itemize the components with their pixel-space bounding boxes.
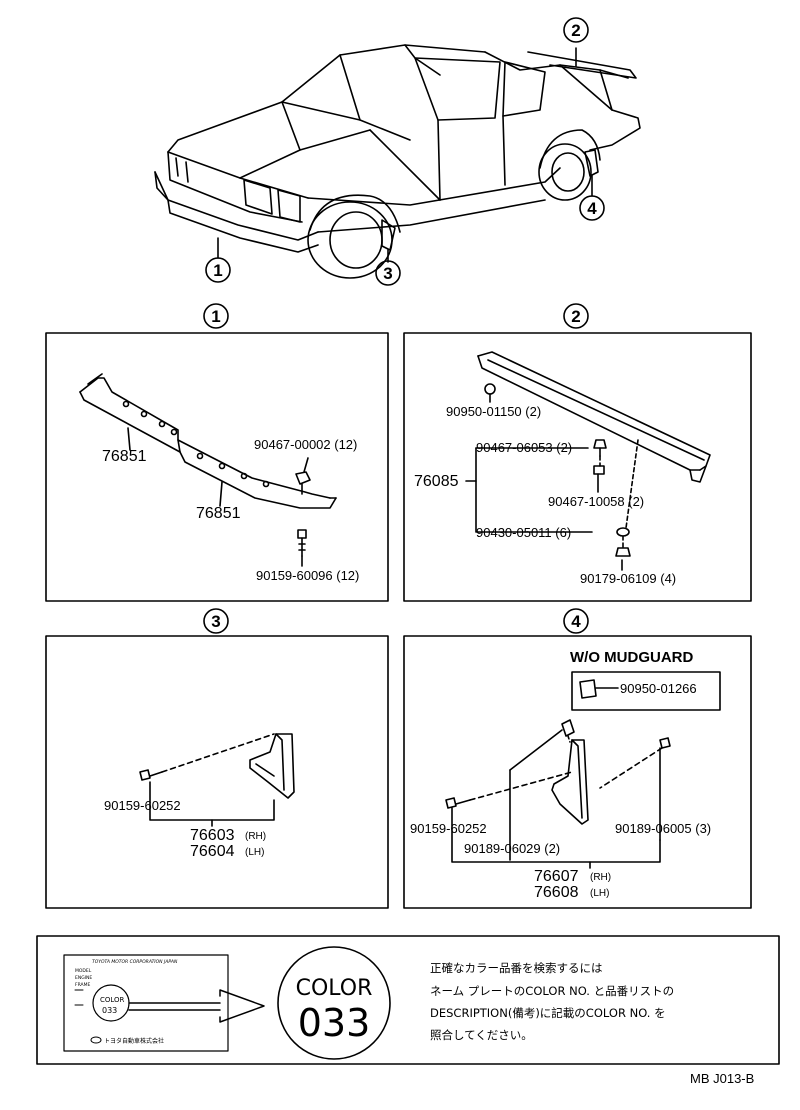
front-spoiler-drawing [79, 373, 337, 567]
part-label: 90430-05011 (6) [476, 525, 571, 540]
instruction-line: DESCRIPTION(備考)に記載のCOLOR NO. を [430, 1006, 666, 1020]
nameplate-color-label: COLOR [100, 996, 125, 1004]
nameplate-field: ENGINE [75, 975, 92, 981]
part-label: 90950-01150 (2) [446, 404, 541, 419]
part-label: 90159-60252 [410, 821, 487, 836]
callout-1: 1 [213, 261, 222, 280]
part-label: 90189-06029 (2) [464, 841, 560, 856]
callout-2: 2 [571, 21, 580, 40]
panel-1-frame [45, 332, 389, 602]
panel-2-frame [403, 332, 752, 602]
part-label: 76607 [534, 868, 579, 885]
panel-4-header: W/O MUDGUARD [570, 649, 693, 666]
color-callout-code: 033 [298, 1001, 371, 1045]
panel-3-number: 3 [211, 612, 220, 631]
side-label: (LH) [245, 847, 264, 858]
callout-numbers: 1 3 2 4 1 2 3 4 [211, 21, 597, 631]
side-label: (RH) [590, 872, 611, 883]
instruction-line: 照合してください。 [430, 1028, 533, 1042]
part-label: 76603 [190, 827, 235, 844]
nameplate-drawing [63, 946, 391, 1060]
part-label: 90179-06109 (4) [580, 571, 676, 586]
panel-4-number: 4 [571, 612, 581, 631]
part-label: 90950-01266 [620, 681, 697, 696]
part-label: 76851 [196, 505, 241, 522]
part-label: 90467-00002 (12) [254, 437, 357, 452]
nameplate-company: TOYOTA MOTOR CORPORATION JAPAN [92, 959, 178, 965]
part-label: 76851 [102, 448, 147, 465]
car-illustration [154, 44, 641, 279]
callout-circles-car [205, 17, 605, 286]
part-label: 90189-06005 (3) [615, 821, 711, 836]
part-label: 90159-60252 [104, 798, 181, 813]
side-label: (LH) [590, 888, 609, 899]
callout-3: 3 [383, 264, 392, 283]
part-label: 76604 [190, 843, 235, 860]
rear-mudguard-drawing [445, 671, 721, 869]
part-label: 76608 [534, 884, 579, 901]
panel-4-frame [403, 635, 752, 909]
nameplate-maker: トヨタ自動車株式会社 [104, 1037, 164, 1045]
part-label: 90159-60096 (12) [256, 568, 359, 583]
color-info-frame [36, 935, 780, 1065]
part-label: 90467-06053 (2) [476, 440, 572, 455]
footer-code: MB J013-B [690, 1071, 754, 1086]
nameplate-color-code: 033 [102, 1006, 117, 1015]
nameplate-field: MODEL [75, 968, 92, 974]
instruction-line: 正確なカラー品番を検索するには [430, 961, 603, 975]
rear-spoiler-drawing [465, 351, 711, 571]
nameplate-field: FRAME [75, 982, 90, 988]
part-label: 76085 [414, 473, 459, 490]
side-label: (RH) [245, 831, 266, 842]
instruction-line: ネーム プレートのCOLOR NO. と品番リストの [430, 984, 674, 998]
panel-3-frame [45, 635, 389, 909]
panel-1-number: 1 [211, 307, 220, 326]
callout-4: 4 [587, 199, 597, 218]
panel-2-number: 2 [571, 307, 580, 326]
color-callout-label: COLOR [296, 976, 373, 1001]
front-mudguard-drawing [139, 733, 295, 827]
part-label: 90467-10058 (2) [548, 494, 644, 509]
